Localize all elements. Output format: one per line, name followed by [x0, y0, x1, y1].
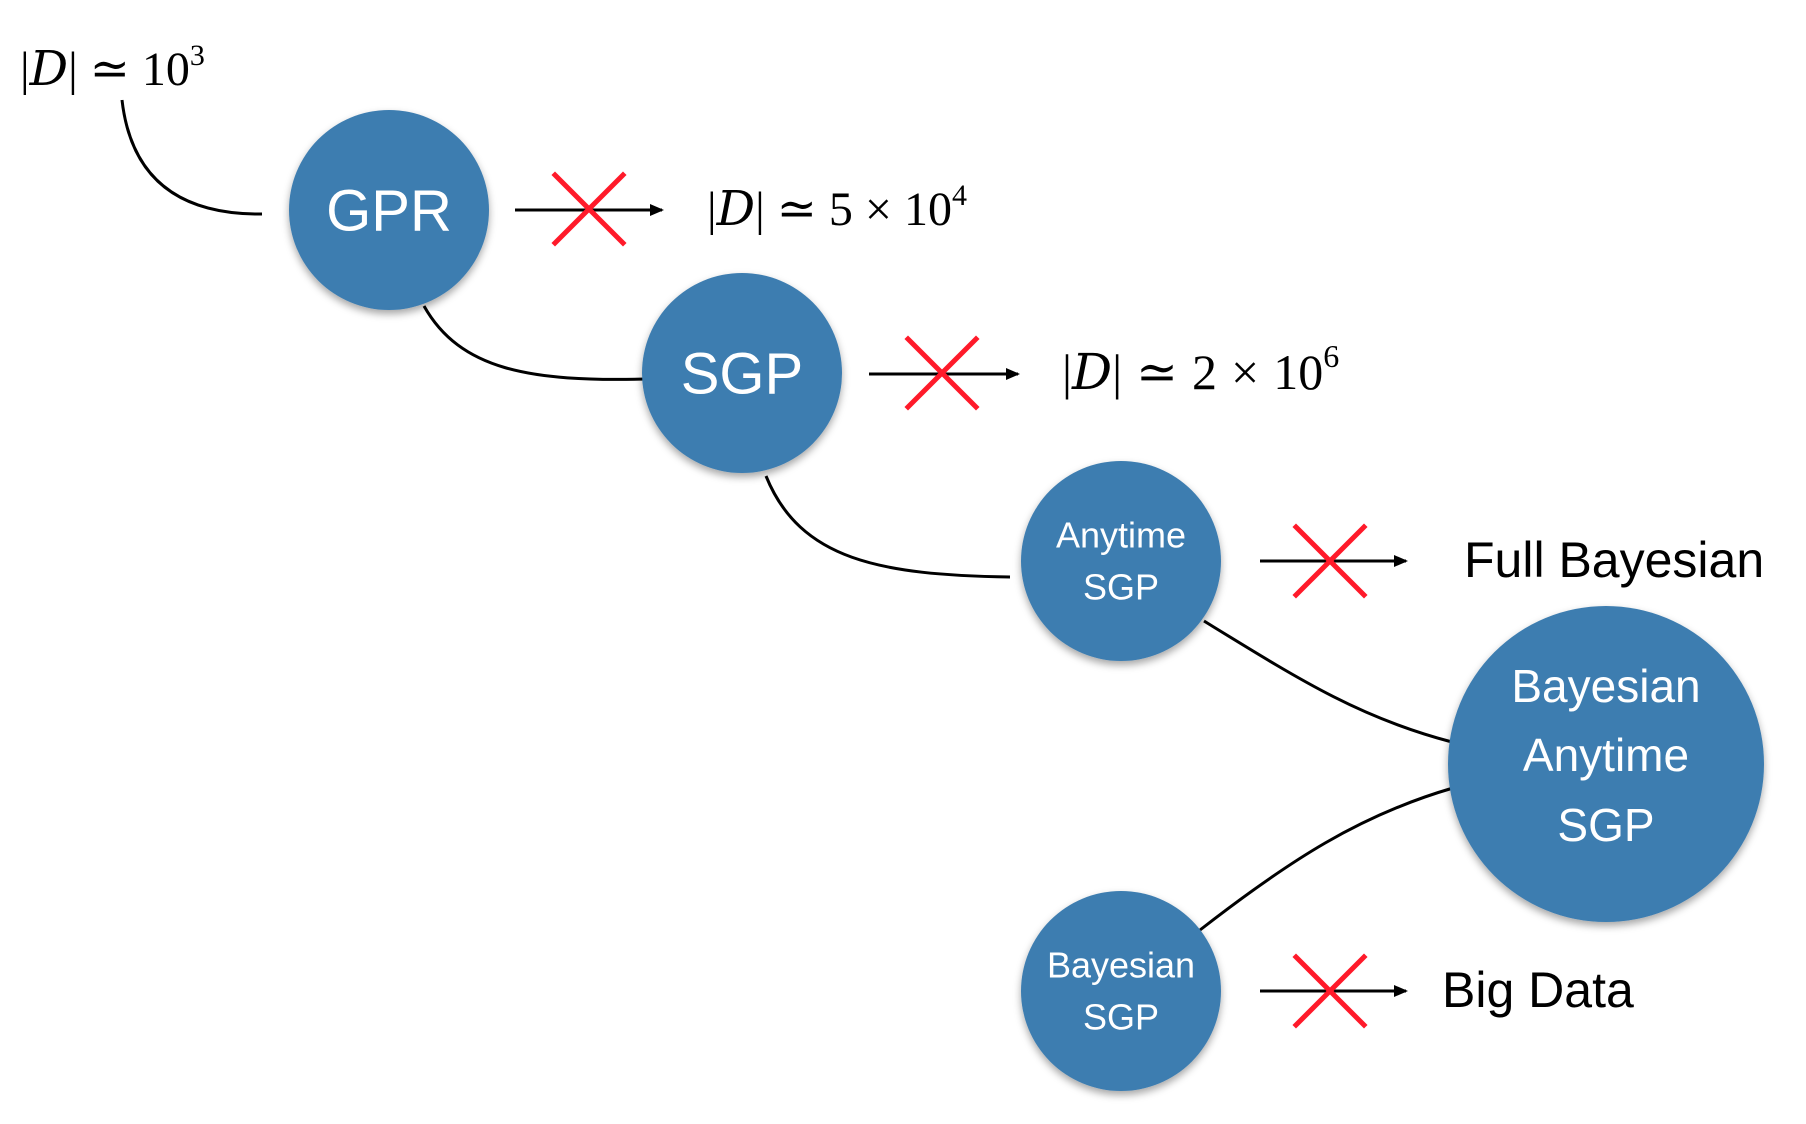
annotation-start: |D|≃103 — [20, 39, 205, 97]
node-anytime-sgp-line2: SGP — [1083, 567, 1159, 608]
connector-anytime-to-bayesian-anytime — [1203, 619, 1453, 744]
blocked-arrow-anytime — [1260, 523, 1408, 599]
node-gpr: GPR — [289, 110, 489, 310]
annotation-big-data: Big Data — [1442, 962, 1634, 1018]
node-bayesian-anytime-sgp-line3: SGP — [1557, 799, 1654, 851]
node-anytime-sgp-line1: Anytime — [1056, 515, 1186, 556]
node-gpr-label: GPR — [326, 178, 452, 243]
node-anytime-sgp: Anytime SGP — [1021, 461, 1221, 661]
node-bayesian-anytime-sgp: Bayesian Anytime SGP — [1448, 606, 1764, 922]
node-bayesian-sgp-line2: SGP — [1083, 997, 1159, 1038]
connector-bayesian-sgp-to-bayesian-anytime — [1199, 786, 1454, 932]
node-bayesian-sgp-line1: Bayesian — [1047, 945, 1195, 986]
annotation-sgp-limit: |D|≃2×106 — [1062, 338, 1339, 401]
node-sgp: SGP — [642, 273, 842, 473]
connector-gpr-to-sgp — [422, 305, 647, 381]
node-bayesian-sgp: Bayesian SGP — [1021, 891, 1221, 1091]
connector-start-to-gpr — [120, 99, 263, 216]
blocked-arrow-gpr — [515, 171, 664, 247]
node-sgp-label: SGP — [681, 341, 804, 406]
connector-sgp-to-anytime — [764, 475, 1011, 579]
blocked-arrow-bayesian-sgp — [1260, 953, 1408, 1029]
annotation-full-bayesian: Full Bayesian — [1464, 532, 1764, 588]
blocked-arrow-sgp — [869, 335, 1020, 411]
node-bayesian-anytime-sgp-line1: Bayesian — [1511, 660, 1700, 712]
node-bayesian-anytime-sgp-line2: Anytime — [1523, 729, 1689, 781]
annotation-gpr-limit: |D|≃5×104 — [707, 179, 967, 237]
